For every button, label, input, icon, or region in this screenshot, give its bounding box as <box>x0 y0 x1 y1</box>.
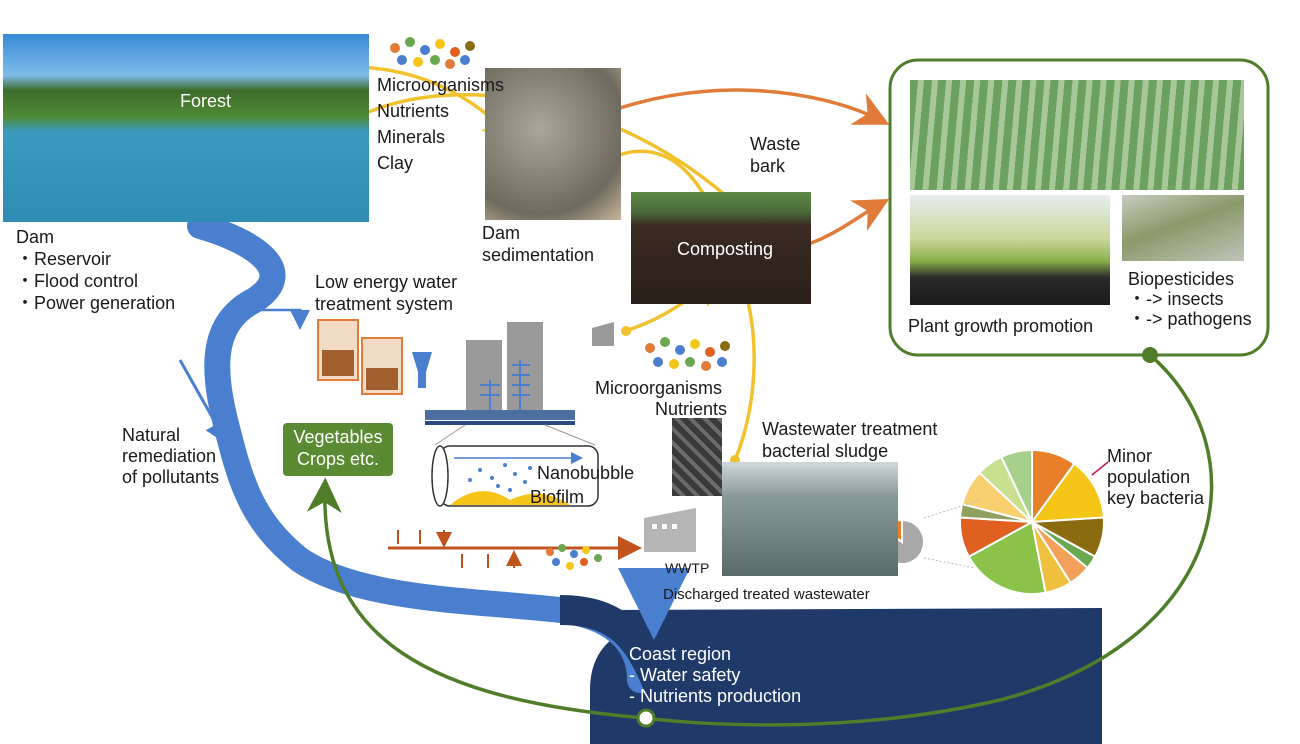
discharged-label: Discharged treated wastewater <box>663 586 870 603</box>
agriculture-frame <box>888 58 1270 357</box>
wwtp-factory-icon <box>644 508 696 552</box>
waste-bark-line1: Waste <box>750 134 801 154</box>
caterpillar-photo <box>1122 195 1244 261</box>
dam-title: Dam <box>16 227 55 247</box>
remediation-line2: remediation <box>122 446 217 466</box>
soil-clay: Clay <box>377 153 414 173</box>
dam-sedimentation-line1: Dam <box>482 223 521 243</box>
pie-slice <box>1029 462 1105 524</box>
forest-label: Forest <box>180 91 232 111</box>
waste-bark-line2: bark <box>750 156 786 176</box>
compost-photo <box>631 192 811 304</box>
minor-line2: population <box>1107 467 1191 487</box>
crop-field-photo <box>910 80 1244 190</box>
composting-label: Composting <box>677 239 774 259</box>
remediation-line1: Natural <box>122 425 181 445</box>
biopesticides-label: Biopesticides <box>1128 269 1235 289</box>
remediation-line3: of pollutants <box>122 467 220 487</box>
bio-insects: ・-> insects <box>1128 289 1224 309</box>
minor-line1: Minor <box>1107 446 1153 466</box>
plant-pots-photo <box>910 195 1110 305</box>
treatment-basin-photo <box>722 462 898 576</box>
micro-label: Microorganisms <box>595 378 723 398</box>
sludge-line2: bacterial sludge <box>762 441 889 461</box>
coast-title: Coast region <box>629 644 732 664</box>
vegetables-label: Vegetables <box>293 427 383 447</box>
factory-icon-small <box>592 322 614 346</box>
pie-slice <box>967 520 1047 595</box>
wwtp-label: WWTP <box>665 560 710 576</box>
microorganism-cluster-top <box>390 37 475 69</box>
nutrients-label: Nutrients <box>655 399 728 419</box>
coast-item-water: - Water safety <box>629 665 741 685</box>
microorganism-cluster-low <box>546 544 602 570</box>
pie-slice <box>1000 448 1033 523</box>
sludge-line1: Wastewater treatment <box>762 419 938 439</box>
vegetables-box: Vegetables Crops etc. <box>283 423 393 476</box>
dam-item-flood: ・Flood control <box>16 271 139 291</box>
plant-growth-label: Plant growth promotion <box>908 316 1094 336</box>
coast-item-nutrients: - Nutrients production <box>629 686 802 706</box>
dam-item-reservoir: ・Reservoir <box>16 249 112 269</box>
water-treatment-line2: treatment system <box>315 294 454 314</box>
dam-sedimentation-line2: sedimentation <box>482 245 595 265</box>
bio-pathogens: ・-> pathogens <box>1128 309 1252 329</box>
green-cycle-arrow <box>306 353 1214 727</box>
biofilm-label: Biofilm <box>530 487 585 507</box>
crops-label: Crops etc. <box>296 449 380 469</box>
minor-line3: key bacteria <box>1107 488 1205 508</box>
nanobubble-label: Nanobubble <box>537 463 635 483</box>
dam-lake-photo: Forest <box>3 34 369 222</box>
soil-nutrients: Nutrients <box>377 101 450 121</box>
dam-sediment-photo <box>485 68 621 220</box>
soil-minerals: Minerals <box>377 127 446 147</box>
bacteria-pie-chart <box>959 448 1105 595</box>
coast-region-block <box>590 608 1102 744</box>
wastewater-sludge-photo <box>672 418 722 496</box>
microorganism-cluster-mid <box>645 337 730 371</box>
dam-item-power: ・Power generation <box>16 293 176 313</box>
soil-microorganisms: Microorganisms <box>377 75 505 95</box>
water-treatment-line1: Low energy water <box>315 272 458 292</box>
building-1 <box>466 340 502 410</box>
